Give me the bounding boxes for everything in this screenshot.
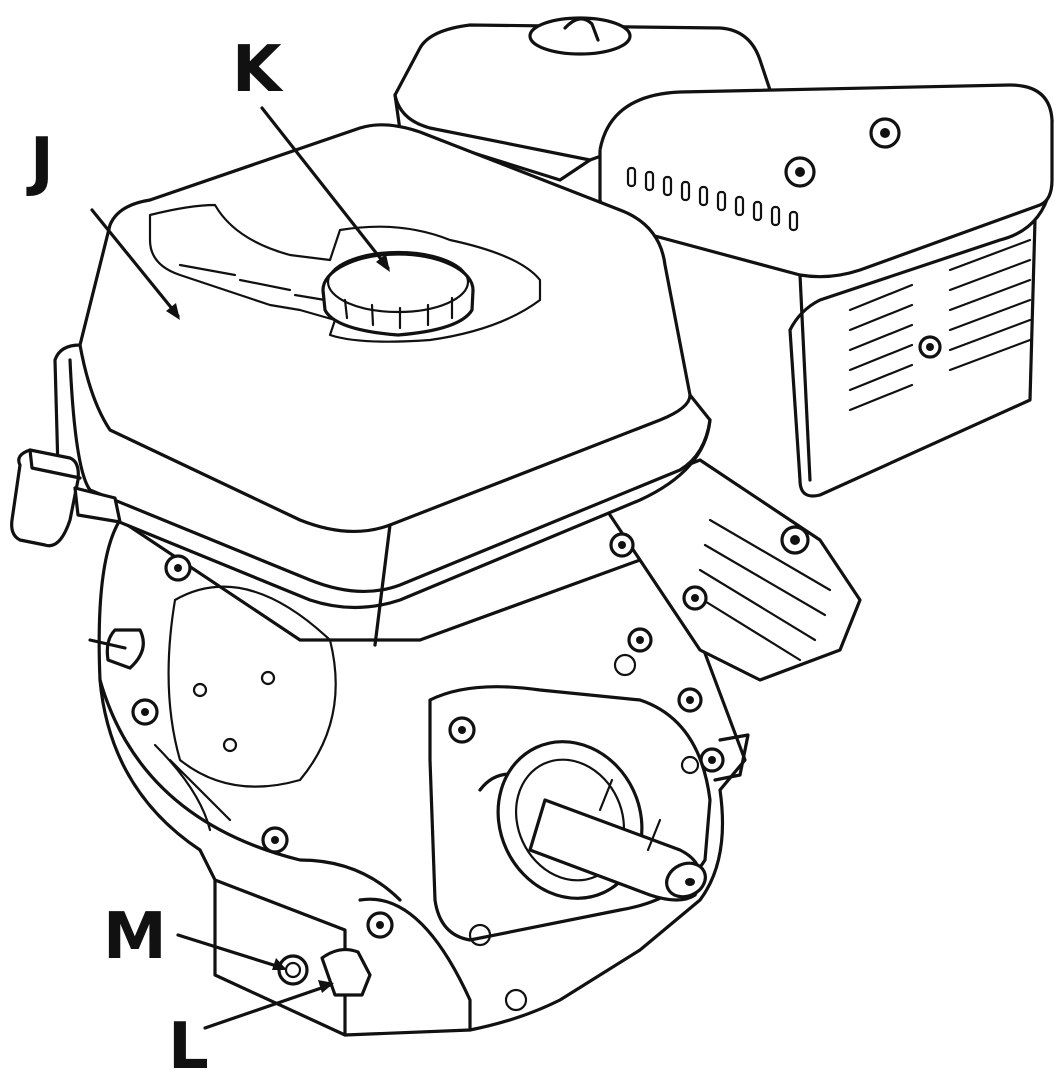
leader-l-arrowhead — [318, 980, 334, 993]
leader-j-arrowhead — [166, 303, 180, 320]
drain-plug-area — [277, 947, 372, 997]
callout-label-k: K — [232, 33, 282, 107]
leader-m-arrowhead — [272, 958, 287, 970]
leader-m — [176, 933, 285, 970]
leader-k-arrowhead — [376, 254, 390, 272]
leader-j — [90, 208, 180, 318]
leader-l — [203, 983, 332, 1030]
leader-k — [260, 106, 390, 270]
cylinder-fins — [598, 458, 862, 782]
callout-label-m: M — [103, 900, 167, 974]
fuel-tank — [53, 123, 712, 647]
starter-handle — [10, 448, 122, 548]
muffler — [598, 83, 1054, 498]
leader-lines — [90, 106, 390, 1030]
crankcase-cover — [366, 653, 712, 1012]
callout-label-j: J — [30, 125, 54, 199]
muffler-slots-side — [848, 238, 1032, 412]
callout-label-l: L — [168, 1010, 209, 1084]
muffler-slots-top — [626, 166, 799, 232]
